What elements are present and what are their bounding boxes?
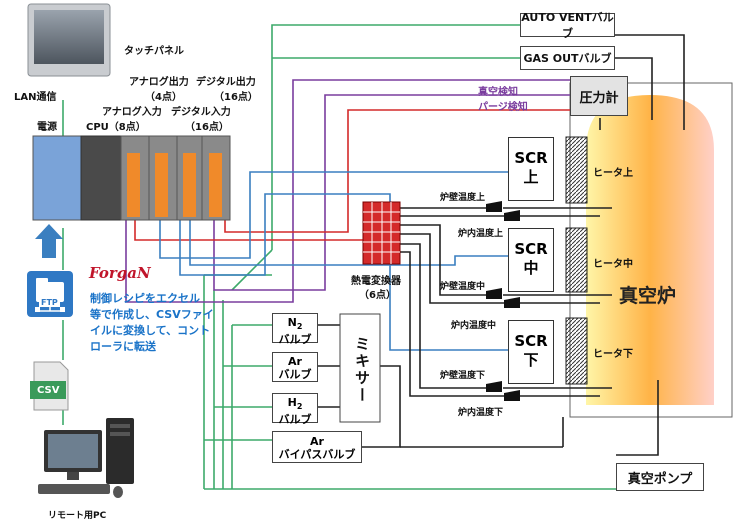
heater-bottom-block xyxy=(565,317,588,385)
purple-lines xyxy=(125,79,570,303)
ar-valve-label: バルブ xyxy=(278,368,312,381)
furnace-body xyxy=(586,95,714,405)
wall-temp-top-label: 炉壁温度上 xyxy=(440,193,486,203)
csv-label: CSV xyxy=(37,385,60,396)
temp-sensors xyxy=(486,201,520,401)
thermo-converter-label: 熱電変換器 xyxy=(351,276,401,287)
digital-input-points: （16点） xyxy=(185,122,229,133)
scr-top-pos: 上 xyxy=(523,168,539,186)
black-lines xyxy=(318,34,685,456)
red-lines xyxy=(134,109,570,241)
scr-middle: SCR 中 xyxy=(508,228,554,292)
ar-valve-symbol: Ar xyxy=(288,355,302,368)
scr-bottom-name: SCR xyxy=(514,332,548,350)
thermo-converter-points: （6点） xyxy=(359,290,396,301)
ftp-icon xyxy=(27,271,73,317)
scr-top: SCR 上 xyxy=(508,137,554,201)
plc-rack xyxy=(32,135,231,221)
scr-bottom-pos: 下 xyxy=(523,351,539,369)
digital-output-label: デジタル出力 xyxy=(196,77,256,88)
ar-bypass-symbol: Ar xyxy=(310,435,324,448)
scr-middle-name: SCR xyxy=(514,240,548,258)
csv-icon xyxy=(30,361,69,411)
wall-temp-bottom-label: 炉壁温度下 xyxy=(440,371,486,381)
touch-panel-icon xyxy=(27,3,111,77)
pc-icon xyxy=(38,418,134,498)
h2-valve-symbol: H2 xyxy=(287,396,303,412)
scr-middle-pos: 中 xyxy=(523,259,539,277)
n2-valve: N2 バルブ xyxy=(272,313,318,347)
pressure-gauge: 圧力計 xyxy=(570,76,628,116)
ar-valve: Ar バルブ xyxy=(272,352,318,382)
inner-temp-top-label: 炉内温度上 xyxy=(458,229,504,239)
auto-vent-valve: AUTO VENTバルブ xyxy=(520,11,615,40)
mixer-box xyxy=(339,313,381,423)
description-line-4: ローラに転送 xyxy=(90,340,156,353)
touch-panel-label: タッチパネル xyxy=(124,46,184,57)
digital-output-points: （16点） xyxy=(214,92,258,103)
thermo-converter xyxy=(362,201,401,265)
description-line-3: イルに変換して、コント xyxy=(90,324,211,337)
n2-valve-label: バルブ xyxy=(278,333,312,347)
inner-temp-middle-label: 炉内温度中 xyxy=(451,321,497,331)
ftp-label: FTP xyxy=(39,298,60,307)
heater-mid-block xyxy=(565,227,588,293)
n2-valve-symbol: N2 xyxy=(287,316,303,332)
heater-top-block xyxy=(565,136,588,204)
ar-bypass-label: バイパスバルブ xyxy=(278,448,356,461)
gas-out-valve: GAS OUTバルブ xyxy=(520,46,615,70)
scr-bottom: SCR 下 xyxy=(508,320,554,384)
digital-input-label: デジタル入力 xyxy=(171,107,231,118)
remote-pc-label: リモート用PC xyxy=(48,511,107,521)
vacuum-furnace-label: 真空炉 xyxy=(619,285,677,307)
lan-label: LAN通信 xyxy=(14,92,57,103)
analog-input-label: アナログ入力 xyxy=(102,107,162,118)
scr-top-name: SCR xyxy=(514,149,548,167)
ar-bypass-valve: Ar バイパスバルブ xyxy=(272,431,362,463)
mixer-label: ミキサー xyxy=(353,336,371,404)
upload-arrow-icon xyxy=(35,224,63,258)
analog-output-points: （4点） xyxy=(145,92,182,103)
brand-logo: ForgaN xyxy=(89,264,151,282)
purge-detect-label: パージ検知 xyxy=(478,102,528,113)
vacuum-detect-label: 真空検知 xyxy=(478,87,518,98)
wall-temp-middle-label: 炉壁温度中 xyxy=(440,282,486,292)
description-line-1: 制御レシピをエクセル xyxy=(90,292,200,305)
vacuum-pump: 真空ポンプ xyxy=(616,463,704,491)
power-label: 電源 xyxy=(37,122,57,133)
analog-output-label: アナログ出力 xyxy=(129,77,189,88)
description-line-2: 等で作成し、CSVファイ xyxy=(90,308,214,321)
cpu-label: CPU（8点） xyxy=(86,122,146,133)
blue-lines xyxy=(159,171,508,351)
h2-valve: H2 バルブ xyxy=(272,393,318,427)
heater-bottom-label: ヒータ下 xyxy=(593,349,633,360)
heater-top-label: ヒータ上 xyxy=(593,168,633,179)
inner-temp-bottom-label: 炉内温度下 xyxy=(458,408,504,418)
h2-valve-label: バルブ xyxy=(278,413,312,427)
heater-middle-label: ヒータ中 xyxy=(593,259,633,270)
